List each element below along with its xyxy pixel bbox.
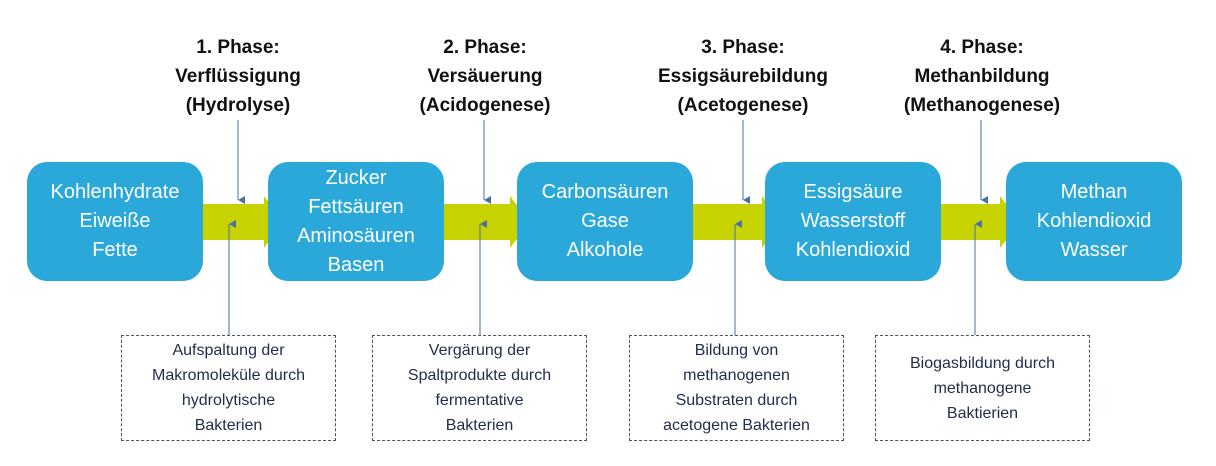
node-monomers: Zucker Fettsäuren Aminosäuren Basen <box>268 162 444 281</box>
node-line: Zucker <box>325 166 387 189</box>
node-biogas: Methan Kohlendioxid Wasser <box>1006 162 1182 281</box>
phase-number: 3. Phase: <box>701 37 785 58</box>
description-line: Biogasbildung durch <box>910 354 1055 372</box>
description-3: Bildung von methanogenen Substraten durc… <box>629 335 844 441</box>
phase-term: (Acidogenese) <box>419 95 551 116</box>
node-line: Wasserstoff <box>800 210 906 232</box>
node-line: Carbonsäuren <box>541 181 669 203</box>
phase-number: 2. Phase: <box>443 37 527 58</box>
phase-name: Verflüssigung <box>175 66 301 87</box>
phase-3-label: 3. Phase: Essigsäurebildung (Acetogenese… <box>623 33 863 120</box>
description-line: Aufspaltung der <box>172 342 285 359</box>
phase-term: (Acetogenese) <box>677 95 809 116</box>
description-line: acetogene Bakterien <box>663 417 810 434</box>
node-line: Basen <box>327 253 385 276</box>
phase-term: (Hydrolyse) <box>185 95 291 116</box>
phase-name: Versäuerung <box>427 66 543 87</box>
node-line: Fettsäuren <box>308 195 404 218</box>
node-line: Kohlenhydrate <box>50 181 180 203</box>
node-line: Wasser <box>1060 239 1128 261</box>
node-line: Essigsäure <box>803 181 903 203</box>
description-line: Spaltprodukte durch <box>407 367 552 384</box>
description-line: Bakterien <box>194 417 263 434</box>
description-line: methanogene <box>933 379 1032 397</box>
node-substrates: Kohlenhydrate Eiweiße Fette <box>27 162 203 281</box>
description-2: Vergärung der Spaltprodukte durch fermen… <box>372 335 587 441</box>
node-line: Gase <box>581 210 629 232</box>
description-line: Bakterien <box>445 417 514 434</box>
phase-4-label: 4. Phase: Methanbildung (Methanogenese) <box>862 33 1102 120</box>
description-line: Baktierien <box>946 404 1019 422</box>
phase-number: 1. Phase: <box>196 37 280 58</box>
node-line: Kohlendioxid <box>1036 210 1152 232</box>
description-line: Makromoleküle durch <box>152 367 305 384</box>
description-line: Substraten durch <box>675 392 798 409</box>
phase-name: Methanbildung <box>914 66 1050 87</box>
description-4: Biogasbildung durch methanogene Baktieri… <box>875 335 1090 441</box>
node-line: Eiweiße <box>79 210 151 232</box>
node-line: Methan <box>1060 181 1128 203</box>
description-line: fermentative <box>435 392 524 409</box>
node-line: Alkohole <box>566 239 644 261</box>
description-line: methanogenen <box>683 367 790 384</box>
description-line: hydrolytische <box>181 392 276 409</box>
phase-1-label: 1. Phase: Verflüssigung (Hydrolyse) <box>118 33 358 120</box>
description-1: Aufspaltung der Makromoleküle durch hydr… <box>121 335 336 441</box>
description-line: Vergärung der <box>428 342 531 359</box>
node-acetate: Essigsäure Wasserstoff Kohlendioxid <box>765 162 941 281</box>
node-line: Fette <box>92 239 138 261</box>
phase-number: 4. Phase: <box>940 37 1024 58</box>
node-acids: Carbonsäuren Gase Alkohole <box>517 162 693 281</box>
phase-2-label: 2. Phase: Versäuerung (Acidogenese) <box>365 33 605 120</box>
node-line: Aminosäuren <box>297 224 415 247</box>
node-line: Kohlendioxid <box>795 239 911 261</box>
description-line: Bildung von <box>694 342 779 359</box>
flow-arrow-4 <box>929 196 1020 248</box>
phase-term: (Methanogenese) <box>903 95 1061 116</box>
phase-name: Essigsäurebildung <box>658 66 828 87</box>
flow-arrow-1 <box>192 196 284 248</box>
